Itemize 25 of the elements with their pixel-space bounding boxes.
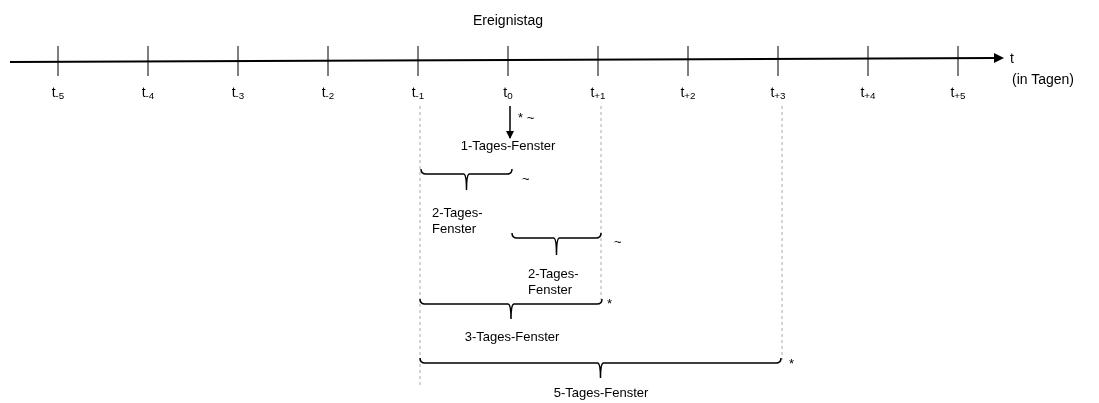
tick-label: t$_{-2}$: [321, 84, 335, 103]
axis-unit: (in Tagen): [1012, 71, 1074, 88]
window-label: 1-Tages-Fenster: [460, 138, 556, 154]
marker-note: *: [607, 296, 613, 312]
arrow: [506, 105, 514, 139]
tick-label: t$_{-3}$: [231, 84, 245, 103]
marker-note: * ~: [518, 110, 535, 126]
window-label: 2-Tages- Fenster: [528, 266, 580, 298]
window-label: 5-Tages-Fenster: [553, 385, 649, 401]
axis-title: Ereignistag: [473, 12, 543, 29]
tick-label: t$_{0}$: [503, 84, 513, 103]
tick-label: t$_{-1}$: [411, 84, 425, 103]
axis-label: t: [1010, 50, 1014, 67]
window-label: 2-Tages- Fenster: [432, 205, 484, 237]
marker-note: *: [789, 356, 795, 372]
tick-label: t$_{-4}$: [141, 84, 155, 103]
tick-label: t$_{-5}$: [51, 84, 65, 103]
window-label: 3-Tages-Fenster: [464, 329, 560, 345]
tick-label: t$_{+5}$: [950, 84, 966, 103]
tick-label: t$_{+2}$: [680, 84, 696, 103]
tick-label: t$_{+4}$: [860, 84, 876, 103]
marker-note: ~: [522, 171, 530, 187]
tick-label: t$_{+1}$: [590, 84, 606, 103]
tick-label: t$_{+3}$: [770, 84, 786, 103]
marker-note: ~: [614, 234, 622, 250]
